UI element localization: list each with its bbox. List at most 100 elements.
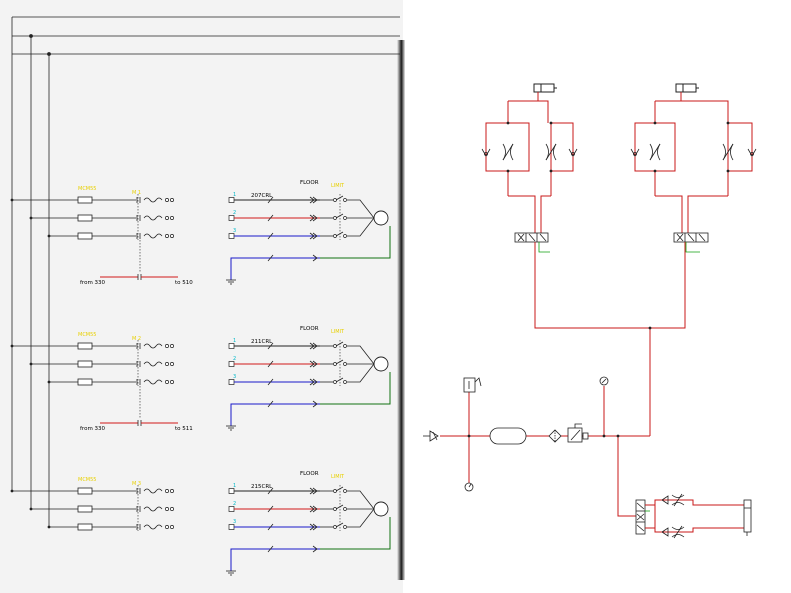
- check-valve-icon: [481, 143, 578, 161]
- overload-label: 207CRL: [251, 193, 273, 199]
- contactor-label: M 3: [132, 481, 141, 487]
- switch-contact-icon: [343, 198, 347, 202]
- connector-icon: [312, 232, 318, 240]
- junction-dot: [47, 234, 51, 238]
- terminal-icon: [170, 234, 174, 238]
- control-to-label: to 510: [175, 280, 193, 286]
- overload-icon: [143, 488, 163, 494]
- supply-lines: [440, 242, 686, 517]
- switch-contact-icon: [343, 489, 347, 493]
- terminal-icon: [165, 489, 169, 493]
- motor-icon: [373, 356, 389, 372]
- wire-number-label: 1: [233, 483, 236, 489]
- terminal-icon: [165, 507, 169, 511]
- wire-number-label: 1: [233, 192, 236, 198]
- check-valve-icon: [630, 143, 757, 161]
- pressure-gauge-icon: [464, 376, 609, 492]
- cable-slash: [267, 487, 274, 495]
- connector-icon: [309, 214, 315, 222]
- ground-wire: [230, 548, 320, 571]
- overload-icon: [143, 233, 163, 239]
- overload-icon: [143, 343, 163, 349]
- switch-contact-icon: [335, 213, 344, 219]
- terminal-icon: [170, 216, 174, 220]
- terminal-icon: [165, 234, 169, 238]
- connector-icon: [312, 342, 318, 350]
- junction-dot: [10, 489, 14, 493]
- motor-lead: [347, 508, 375, 528]
- terminal-icon: [165, 380, 169, 384]
- ground-wire: [320, 517, 391, 550]
- switch-contact-icon: [335, 341, 344, 347]
- wire-number-label: 3: [233, 519, 236, 525]
- cylinder-1: [533, 83, 557, 101]
- control-from-label: from 330: [80, 280, 106, 286]
- cable-slash: [267, 400, 274, 408]
- overload-label: 215CRL: [251, 484, 273, 490]
- switch-contact-icon: [335, 359, 344, 365]
- wire-number-label: 2: [233, 501, 236, 507]
- floor-label: FLOOR: [300, 180, 319, 186]
- limit-switch-label: LIMIT: [331, 183, 345, 189]
- switch-contact-icon: [343, 362, 347, 366]
- junction-dot: [10, 198, 14, 202]
- connector-icon: [309, 378, 315, 386]
- connector-icon: [312, 505, 318, 513]
- connector-icon: [309, 196, 315, 204]
- electrical-schematic-sheet: [0, 0, 403, 593]
- motor-lead: [347, 199, 375, 219]
- junction-dot: [29, 507, 33, 511]
- overload-icon: [143, 379, 163, 385]
- wire-number-label: 3: [233, 228, 236, 234]
- cable-slash: [267, 254, 274, 262]
- connector-icon: [312, 378, 318, 386]
- cable-slash: [267, 545, 274, 553]
- pressure-relief-valve-icon: [463, 377, 482, 393]
- connector-icon: [312, 214, 318, 222]
- junction-dot: [47, 525, 51, 529]
- terminal-icon: [170, 198, 174, 202]
- terminal-icon: [170, 489, 174, 493]
- terminal-icon: [165, 362, 169, 366]
- junction-dot: [29, 216, 33, 220]
- connector-icon: [309, 523, 315, 531]
- cable-slash: [267, 232, 274, 240]
- breaker-label: MCM55: [78, 186, 96, 192]
- control-from-label: from 330: [80, 426, 106, 432]
- cable-slash: [267, 196, 274, 204]
- connector-icon: [312, 545, 318, 553]
- terminal-icon: [170, 507, 174, 511]
- cable-slash: [267, 360, 274, 368]
- ground-wire: [230, 257, 320, 280]
- terminal-icon: [165, 216, 169, 220]
- connector-icon: [312, 254, 318, 262]
- terminal-icon: [170, 344, 174, 348]
- cable-slash: [267, 505, 274, 513]
- motor-lead: [347, 217, 375, 237]
- wire-number-label: 2: [233, 210, 236, 216]
- switch-contact-icon: [343, 380, 347, 384]
- connector-icon: [309, 360, 315, 368]
- ground-wire: [320, 372, 391, 405]
- connector-icon: [312, 523, 318, 531]
- control-to-label: to 511: [175, 426, 193, 432]
- connector-icon: [312, 487, 318, 495]
- cylinder-2: [675, 83, 699, 101]
- switch-contact-icon: [335, 504, 344, 510]
- switch-contact-icon: [343, 216, 347, 220]
- connector-icon: [309, 505, 315, 513]
- floor-label: FLOOR: [300, 471, 319, 477]
- connector-icon: [309, 487, 315, 495]
- filter-icon: [548, 429, 562, 443]
- limit-switch-label: LIMIT: [331, 474, 345, 480]
- connector-icon: [312, 196, 318, 204]
- overload-icon: [143, 215, 163, 221]
- floor-label: FLOOR: [300, 326, 319, 332]
- overload-icon: [143, 524, 163, 530]
